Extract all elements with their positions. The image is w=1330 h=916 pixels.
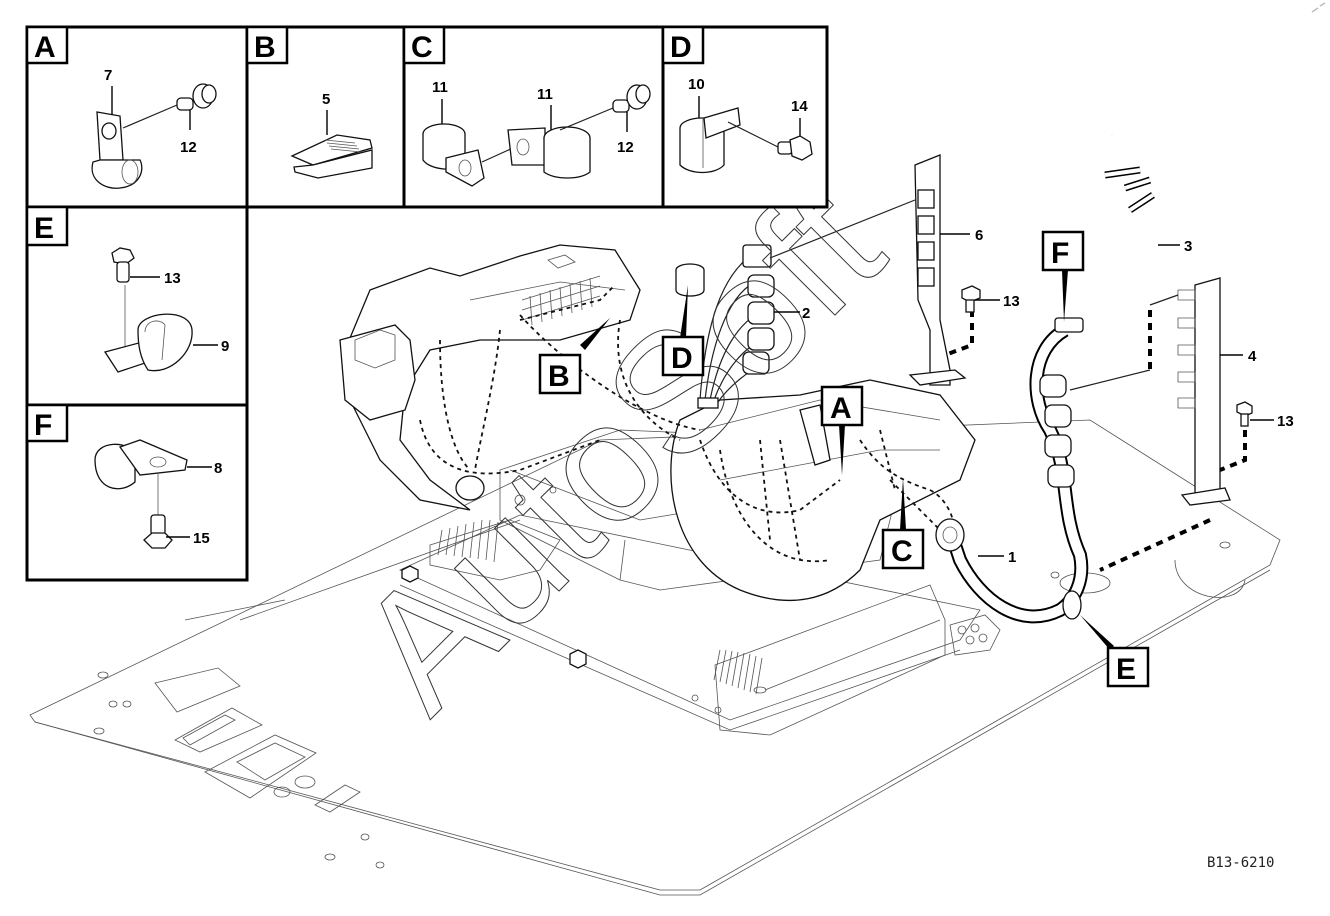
detail-panel-F: F 8 15	[25, 403, 222, 549]
bolt-15	[143, 514, 173, 549]
callout-C: C	[881, 478, 925, 570]
p-clamp-8	[94, 439, 188, 490]
band-clamp-10	[679, 107, 741, 174]
p-clamp-11-right	[507, 126, 591, 179]
part-number-6: 6	[940, 227, 983, 244]
part-number-1: 1	[978, 549, 1016, 566]
svg-text:13: 13	[1277, 413, 1294, 430]
harness-routing-dashed	[419, 284, 955, 563]
bolt-13-upper	[961, 285, 981, 313]
corner-mark	[1311, 2, 1326, 13]
right-radiator	[691, 584, 946, 736]
fuse-grid	[521, 275, 601, 326]
clamp-instance-d	[675, 263, 705, 297]
p-clamp-9	[103, 313, 193, 373]
svg-text:5: 5	[322, 91, 330, 108]
svg-text:15: 15	[193, 530, 210, 547]
callout-D: D	[661, 285, 705, 377]
svg-text:4: 4	[1248, 348, 1257, 365]
svg-text:11: 11	[537, 86, 553, 103]
svg-text:1: 1	[1008, 549, 1016, 566]
detail-panel-B: B 5	[245, 25, 373, 179]
console-housing	[339, 244, 641, 511]
svg-text:10: 10	[688, 76, 705, 93]
bolt-12-c	[612, 84, 651, 113]
panel-A-letter: A	[34, 31, 56, 64]
svg-text:2: 2	[802, 305, 810, 322]
connector-block	[949, 614, 1001, 656]
callout-A-letter: A	[830, 392, 852, 425]
svg-text:7: 7	[104, 67, 112, 84]
detail-panel-E: E 13 9	[25, 205, 229, 373]
part-number-13-lower: 13	[1250, 413, 1294, 430]
p-clamp-7	[91, 111, 143, 189]
part-number-2: 2	[774, 305, 810, 322]
svg-text:12: 12	[180, 139, 197, 156]
callout-F: F	[1041, 230, 1085, 322]
callout-E-letter: E	[1116, 653, 1136, 686]
callout-A: A	[820, 385, 864, 475]
svg-text:3: 3	[1184, 238, 1192, 255]
connector-bundle-2	[697, 244, 775, 409]
part-number-13-upper: 13	[975, 293, 1020, 310]
detail-panel-D: D 10 14	[661, 25, 813, 174]
bracket-4	[1069, 277, 1247, 572]
panel-F-letter: F	[34, 409, 52, 442]
callout-E: E	[1080, 615, 1150, 688]
panel-B-letter: B	[254, 31, 276, 64]
svg-text:12: 12	[617, 139, 634, 156]
harness-3	[1078, 133, 1158, 327]
bolt-13-e	[111, 247, 135, 283]
figure-code: B13-6210	[1207, 855, 1274, 871]
callout-F-letter: F	[1051, 237, 1069, 270]
panel-C-letter: C	[411, 31, 433, 64]
part-number-3: 3	[1158, 238, 1192, 255]
svg-text:14: 14	[791, 98, 808, 115]
svg-text:11: 11	[432, 79, 448, 96]
panel-D-letter: D	[670, 31, 692, 64]
part-number-4: 4	[1220, 348, 1257, 365]
plate-nuts	[401, 565, 1001, 669]
callout-C-letter: C	[891, 535, 913, 568]
callout-B-letter: B	[548, 360, 570, 393]
p-clamp-11-left	[422, 123, 485, 187]
svg-text:6: 6	[975, 227, 983, 244]
callout-B: B	[538, 318, 610, 395]
svg-text:9: 9	[221, 338, 229, 355]
left-radiator	[429, 519, 561, 581]
panel-E-letter: E	[34, 212, 54, 245]
bolt-13-lower	[1236, 401, 1253, 427]
main-assembly	[29, 133, 1281, 896]
harness-1	[935, 317, 1089, 624]
detail-panels: A 7 12 B 5	[25, 25, 829, 582]
svg-text:13: 13	[164, 270, 181, 287]
bolt-12	[176, 83, 217, 111]
bracket-6	[769, 154, 974, 386]
frame-rail	[239, 514, 981, 731]
detail-panel-A: A 7 12	[25, 25, 217, 189]
svg-text:8: 8	[214, 460, 222, 477]
fuse-clip-5	[290, 134, 373, 179]
svg-text:13: 13	[1003, 293, 1020, 310]
callout-D-letter: D	[671, 342, 693, 375]
detail-panel-C: C 11 11	[402, 25, 651, 187]
bolt-14	[777, 135, 813, 161]
